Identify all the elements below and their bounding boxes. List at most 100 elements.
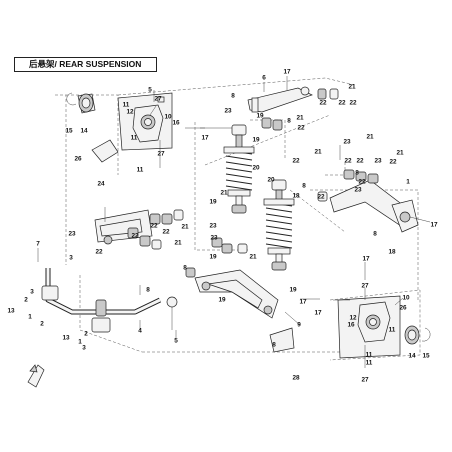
callout-23: 23 bbox=[210, 235, 218, 242]
callout-2: 2 bbox=[84, 331, 88, 338]
callout-leader-lines bbox=[37, 76, 404, 338]
callout-23: 23 bbox=[224, 108, 232, 115]
callout-1: 1 bbox=[406, 179, 410, 186]
callout-23: 23 bbox=[374, 158, 382, 165]
callout-22: 22 bbox=[344, 158, 352, 165]
callout-17: 17 bbox=[314, 310, 322, 317]
callout-21: 21 bbox=[249, 254, 257, 261]
callout-22: 22 bbox=[297, 125, 305, 132]
callout-21: 21 bbox=[181, 224, 189, 231]
callout-3: 3 bbox=[69, 255, 73, 262]
direction-arrow-icon bbox=[27, 364, 45, 388]
callout-3: 3 bbox=[30, 289, 34, 296]
callout-15: 15 bbox=[65, 128, 73, 135]
callout-13: 13 bbox=[7, 308, 15, 315]
callout-22: 22 bbox=[356, 158, 364, 165]
left-knuckle-assembly bbox=[66, 90, 173, 168]
callout-5: 5 bbox=[148, 87, 152, 94]
callout-19: 19 bbox=[289, 287, 297, 294]
callout-17: 17 bbox=[362, 256, 370, 263]
callout-12: 12 bbox=[126, 109, 134, 116]
callout-19: 19 bbox=[252, 137, 260, 144]
callout-22: 22 bbox=[131, 233, 139, 240]
callout-8: 8 bbox=[355, 170, 359, 177]
callout-26: 26 bbox=[399, 305, 407, 312]
callout-22: 22 bbox=[349, 100, 357, 107]
upper-right-a-arm bbox=[317, 145, 431, 233]
callout-10: 10 bbox=[402, 295, 410, 302]
callout-20: 20 bbox=[252, 165, 260, 172]
callout-21: 21 bbox=[296, 115, 304, 122]
callout-17: 17 bbox=[299, 299, 307, 306]
callout-12: 12 bbox=[349, 315, 357, 322]
callout-23: 23 bbox=[343, 139, 351, 146]
callout-8: 8 bbox=[287, 118, 291, 125]
callout-10: 10 bbox=[164, 114, 172, 121]
callout-1: 1 bbox=[78, 339, 82, 346]
callout-16: 16 bbox=[172, 120, 180, 127]
callout-26: 26 bbox=[74, 156, 82, 163]
callout-19: 19 bbox=[256, 113, 264, 120]
bolts bbox=[185, 127, 350, 301]
callout-22: 22 bbox=[292, 158, 300, 165]
callout-27: 27 bbox=[157, 151, 165, 158]
callout-16: 16 bbox=[347, 322, 355, 329]
assembly-guide-lines bbox=[55, 77, 421, 361]
callout-21: 21 bbox=[366, 134, 374, 141]
callout-23: 23 bbox=[354, 187, 362, 194]
callout-8: 8 bbox=[183, 265, 187, 272]
callout-5: 5 bbox=[174, 338, 178, 345]
callout-22: 22 bbox=[338, 100, 346, 107]
callout-22: 22 bbox=[150, 223, 158, 230]
callout-28: 28 bbox=[292, 375, 300, 382]
callout-11: 11 bbox=[366, 352, 373, 359]
callout-8: 8 bbox=[146, 287, 150, 294]
right-knuckle-assembly bbox=[337, 288, 431, 368]
callout-22: 22 bbox=[317, 194, 325, 201]
callout-22: 22 bbox=[319, 100, 327, 107]
callout-8: 8 bbox=[272, 342, 276, 349]
callout-27: 27 bbox=[361, 377, 369, 384]
left-trailing-arm bbox=[94, 209, 184, 250]
callout-19: 19 bbox=[218, 297, 226, 304]
callout-9: 9 bbox=[297, 322, 301, 329]
upper-lever-arm bbox=[200, 86, 339, 131]
callout-4: 4 bbox=[138, 328, 142, 335]
callout-11: 11 bbox=[389, 327, 396, 334]
callout-21: 21 bbox=[396, 150, 404, 157]
callout-6: 6 bbox=[262, 75, 266, 82]
lower-control-arm bbox=[185, 237, 295, 353]
callout-18: 18 bbox=[292, 193, 300, 200]
callout-20: 20 bbox=[267, 177, 275, 184]
callout-2: 2 bbox=[24, 297, 28, 304]
callout-21: 21 bbox=[348, 84, 356, 91]
right-shock-absorber bbox=[263, 179, 295, 271]
callout-17: 17 bbox=[283, 69, 291, 76]
callout-8: 8 bbox=[373, 231, 377, 238]
callout-8: 8 bbox=[302, 183, 306, 190]
callout-14: 14 bbox=[80, 128, 88, 135]
callout-22: 22 bbox=[389, 159, 397, 166]
callout-13: 13 bbox=[62, 335, 70, 342]
callout-23: 23 bbox=[68, 231, 76, 238]
callout-3: 3 bbox=[82, 345, 86, 352]
callout-11: 11 bbox=[131, 135, 138, 142]
left-shock-absorber bbox=[223, 124, 255, 214]
callout-21: 21 bbox=[220, 190, 228, 197]
callout-labels: 17 6 8 22 21 19 22 22 23 8 22 21 5 27 11… bbox=[7, 69, 438, 384]
callout-23: 23 bbox=[209, 223, 217, 230]
callout-17: 17 bbox=[430, 222, 438, 229]
callout-22: 22 bbox=[95, 249, 103, 256]
callout-24: 24 bbox=[97, 181, 105, 188]
callout-18: 18 bbox=[388, 249, 396, 256]
callout-22: 22 bbox=[358, 179, 366, 186]
callout-17: 17 bbox=[201, 135, 209, 142]
callout-1: 1 bbox=[28, 314, 32, 321]
callout-11: 11 bbox=[123, 102, 130, 109]
callout-2: 2 bbox=[40, 321, 44, 328]
callout-21: 21 bbox=[314, 149, 322, 156]
callout-15: 15 bbox=[422, 353, 430, 360]
callout-14: 14 bbox=[408, 353, 416, 360]
callout-19: 19 bbox=[209, 254, 217, 261]
